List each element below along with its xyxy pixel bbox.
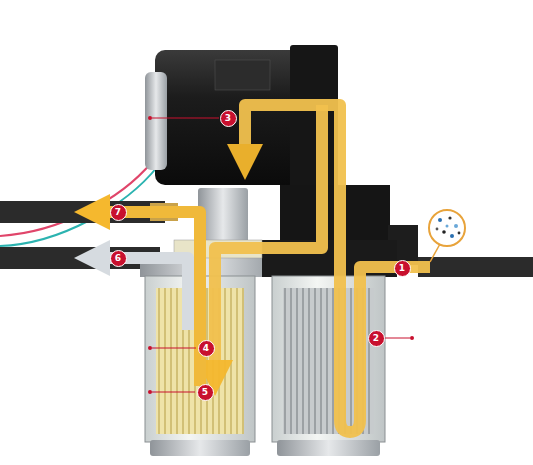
leader-line bbox=[152, 348, 196, 349]
callout-number: 3 bbox=[225, 114, 231, 123]
motor-end-cap bbox=[145, 72, 167, 170]
leader-dot bbox=[148, 346, 152, 350]
power-wire bbox=[0, 162, 152, 236]
leader-dot bbox=[148, 390, 152, 394]
particle-magnifier bbox=[429, 210, 465, 246]
motor-mount bbox=[290, 45, 338, 193]
leader-line bbox=[152, 118, 219, 119]
leader-dot bbox=[148, 116, 152, 120]
return-path bbox=[92, 258, 188, 330]
callout-number: 7 bbox=[115, 208, 121, 217]
magnifier-leader bbox=[430, 244, 440, 262]
callout-badge: 1 bbox=[394, 260, 411, 277]
filter-cap bbox=[277, 440, 380, 456]
callout-badge: 4 bbox=[198, 340, 215, 357]
particles bbox=[436, 216, 461, 238]
callout-badge: 2 bbox=[368, 330, 385, 347]
filter-bowl bbox=[272, 276, 385, 442]
callout-number: 5 bbox=[202, 388, 208, 397]
clean-fuel-path bbox=[92, 212, 200, 386]
callout-number: 1 bbox=[399, 264, 405, 273]
fuel-path bbox=[215, 105, 322, 378]
leader-dot bbox=[410, 336, 414, 340]
callout-badge: 5 bbox=[197, 384, 214, 401]
callout-badge: 7 bbox=[110, 204, 127, 221]
callout-number: 4 bbox=[203, 344, 209, 353]
motor-sticker bbox=[215, 60, 270, 90]
callout-badge: 6 bbox=[110, 250, 127, 267]
callout-badge: 3 bbox=[220, 110, 237, 127]
leader-line bbox=[152, 392, 195, 393]
callout-number: 6 bbox=[115, 254, 121, 263]
inlet-hose bbox=[418, 257, 533, 277]
leader-line bbox=[385, 338, 410, 339]
fuel-path bbox=[245, 105, 430, 432]
callout-number: 2 bbox=[373, 334, 379, 343]
filter-cap bbox=[150, 440, 250, 456]
